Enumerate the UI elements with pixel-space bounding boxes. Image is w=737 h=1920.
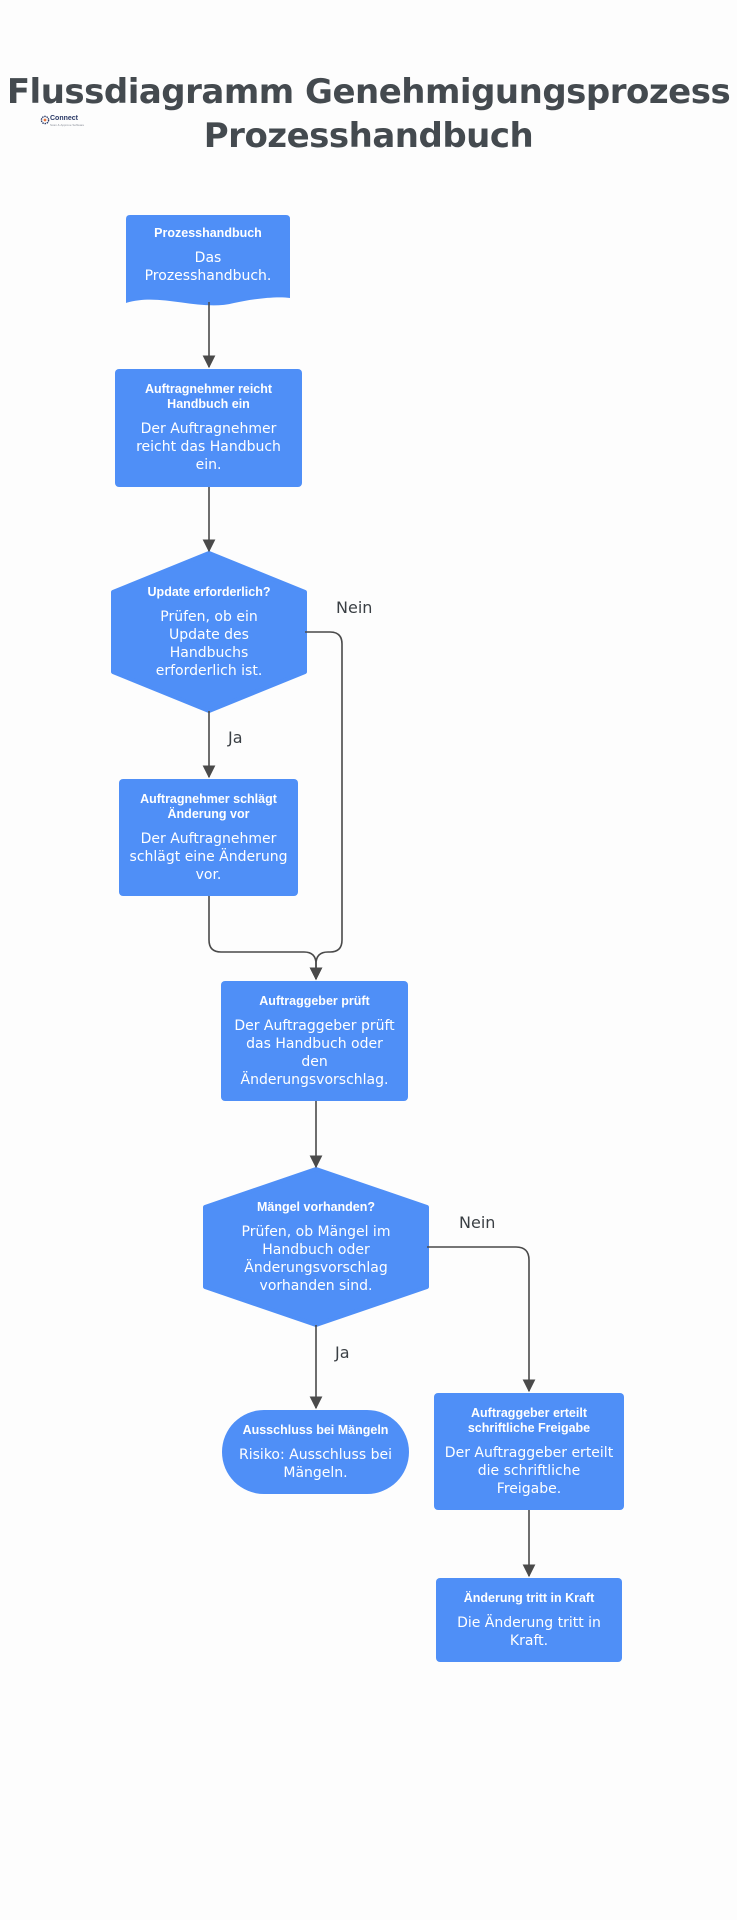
node-update-erforderlich: Update erforderlich? Prüfen, ob ein Upda… <box>128 565 290 699</box>
logo-text: Connect <box>50 115 78 122</box>
node-shape-update-erforderlich <box>111 551 307 713</box>
node-title: Auftragnehmer reicht Handbuch ein <box>144 382 273 411</box>
node-shape-maengel-vorhanden <box>203 1167 429 1327</box>
node-shape-ausschluss <box>222 1410 409 1494</box>
node-title: Mängel vorhanden? <box>256 1199 376 1214</box>
page-title-line2: Prozesshandbuch <box>203 116 534 156</box>
node-title: Auftraggeber erteilt schriftliche Freiga… <box>467 1405 591 1435</box>
page-title: Flussdiagramm Genehmigungsprozess Prozes… <box>0 70 737 158</box>
node-shape-auftraggeber-prueft <box>221 981 408 1101</box>
logo-subtext: Scan & Approve Software <box>50 123 85 127</box>
node-shape-schriftliche-freigabe <box>434 1393 624 1510</box>
node-shape-auftragnehmer-reicht <box>115 369 302 487</box>
gear-logo-icon <box>40 115 50 125</box>
node-shape-prozesshandbuch <box>126 215 290 306</box>
node-aenderung-vor: Auftragnehmer schlägt Änderung vor Der A… <box>119 779 298 896</box>
edge-label-nein-update: Nein <box>336 598 373 617</box>
node-title: Ausschluss bei Mängeln <box>242 1422 389 1437</box>
node-shape-aenderung-vor <box>119 779 298 896</box>
node-title: Auftragnehmer schlägt Änderung vor <box>140 791 277 821</box>
edge-label-nein-maengel: Nein <box>459 1213 496 1232</box>
logo: Connect Scan & Approve Software <box>40 115 85 131</box>
edge-n4-n5 <box>208 896 323 981</box>
node-description: Der Auftragnehmer reicht das Handbuch ei… <box>136 421 281 473</box>
edge-n6-n8 <box>427 1246 536 1393</box>
node-ausschluss: Ausschluss bei Mängeln Risiko: Ausschlus… <box>222 1410 409 1494</box>
node-title: Änderung tritt in Kraft <box>463 1590 595 1605</box>
node-description: Das Prozesshandbuch. <box>144 249 272 284</box>
node-description: Der Auftragnehmer schlägt eine Änderung … <box>129 830 288 883</box>
node-description: Die Änderung tritt in Kraft. <box>457 1614 601 1649</box>
page-title-line1: Flussdiagramm Genehmigungsprozess <box>6 72 731 112</box>
node-title: Auftraggeber prüft <box>259 993 370 1008</box>
edge-n3-n5 <box>305 631 343 981</box>
node-auftragnehmer-reicht: Auftragnehmer reicht Handbuch ein Der Au… <box>115 369 302 487</box>
node-aenderung-in-kraft: Änderung tritt in Kraft Die Änderung tri… <box>436 1578 622 1662</box>
node-title: Update erforderlich? <box>147 584 271 599</box>
node-schriftliche-freigabe: Auftraggeber erteilt schriftliche Freiga… <box>434 1393 624 1510</box>
node-description: Prüfen, ob ein Update des Handbuchs erfo… <box>155 608 263 679</box>
node-description: Prüfen, ob Mängel im Handbuch oder Änder… <box>241 1223 391 1294</box>
node-shape-aenderung-in-kraft <box>436 1578 622 1662</box>
node-auftraggeber-prueft: Auftraggeber prüft Der Auftraggeber prüf… <box>221 981 408 1101</box>
node-prozesshandbuch: Prozesshandbuch Das Prozesshandbuch. <box>126 220 290 290</box>
node-description: Der Auftraggeber erteilt die schriftlich… <box>444 1444 614 1497</box>
node-description: Risiko: Ausschluss bei Mängeln. <box>239 1446 392 1481</box>
edge-label-ja-maengel: Ja <box>335 1343 350 1362</box>
edge-label-ja-update: Ja <box>228 728 243 747</box>
node-description: Der Auftraggeber prüft das Handbuch oder… <box>234 1017 395 1088</box>
node-title: Prozesshandbuch <box>154 225 262 240</box>
node-maengel-vorhanden: Mängel vorhanden? Prüfen, ob Mängel im H… <box>220 1180 412 1314</box>
